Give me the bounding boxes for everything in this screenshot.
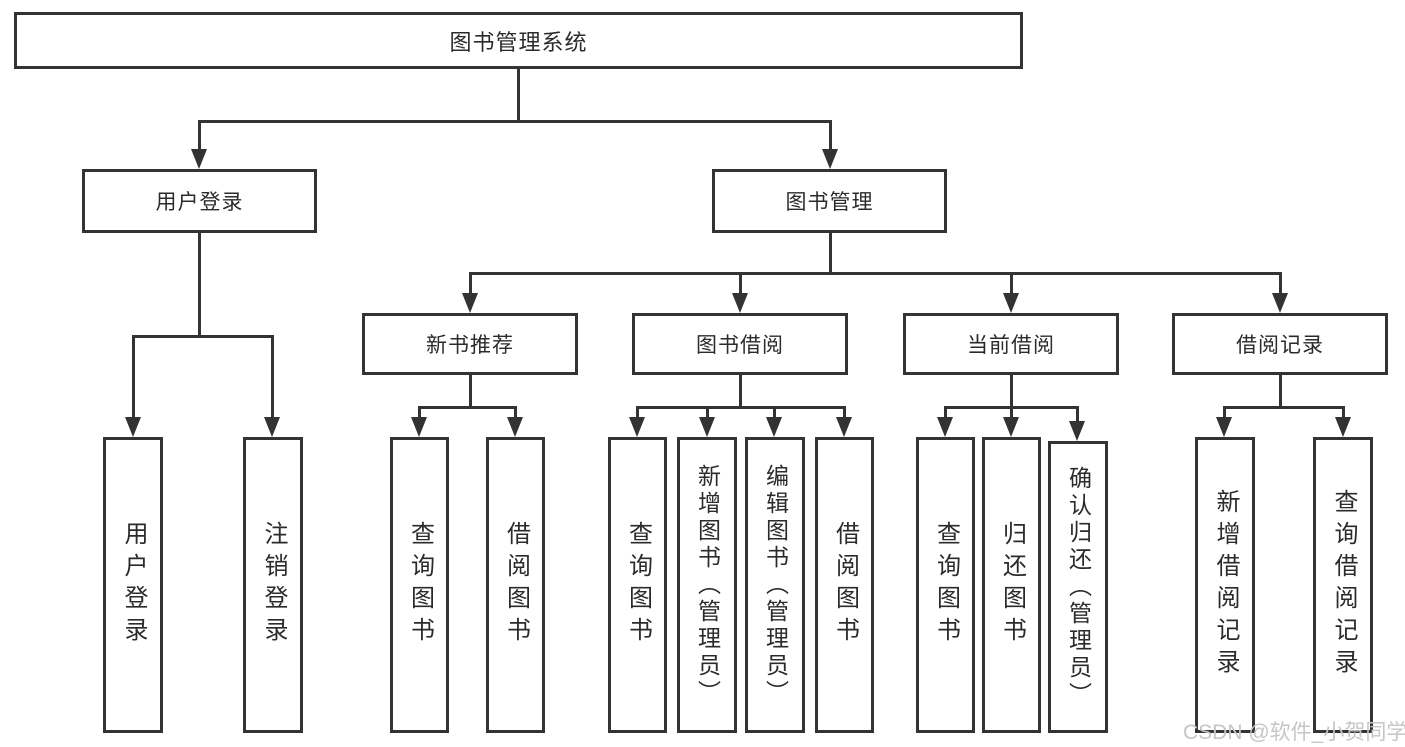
connector [469,272,472,295]
connector [773,406,776,420]
leaf-add-borrow-record: 新增借阅记录 [1195,437,1255,733]
connector [636,406,639,420]
arrowhead-icon [1069,421,1085,441]
connector [1279,272,1282,295]
connector [1010,375,1013,409]
connector [944,406,947,420]
connector [132,335,135,419]
arrowhead-icon [1335,417,1351,437]
leaf-return-book: 归还图书 [982,437,1041,733]
leaf-user-login: 用户登录 [103,437,163,733]
connector [739,272,742,295]
node-book-borrow: 图书借阅 [632,313,848,375]
connector [829,120,832,152]
arrowhead-icon [629,417,645,437]
leaf-query-book-current: 查询图书 [916,437,975,733]
connector [1279,375,1282,409]
connector [1010,272,1013,295]
connector [198,120,201,152]
arrowhead-icon [462,293,478,313]
connector [636,406,846,409]
leaf-borrow-book-newbook: 借阅图书 [486,437,545,733]
connector [271,335,274,419]
arrowhead-icon [191,149,207,169]
arrowhead-icon [264,417,280,437]
connector [739,375,742,409]
leaf-borrow-book: 借阅图书 [815,437,874,733]
leaf-query-book-newbook: 查询图书 [390,437,449,733]
connector [1223,406,1344,409]
csdn-watermark: CSDN @软件_小贺同学 [1183,721,1405,744]
leaf-add-book-admin: 新增图书（管理员） [677,437,737,733]
connector [1076,406,1079,422]
root-node-library-system: 图书管理系统 [14,12,1023,69]
connector [843,406,846,420]
node-user-login: 用户登录 [82,169,317,233]
arrowhead-icon [1272,293,1288,313]
connector [1010,406,1013,420]
arrowhead-icon [411,417,427,437]
connector [469,272,1281,275]
leaf-query-borrow-record: 查询借阅记录 [1313,437,1373,733]
node-book-management: 图书管理 [712,169,947,233]
arrowhead-icon [699,417,715,437]
connector [706,406,709,420]
connector [132,335,273,338]
leaf-edit-book-admin: 编辑图书（管理员） [745,437,805,733]
arrowhead-icon [822,149,838,169]
arrowhead-icon [1216,417,1232,437]
arrowhead-icon [125,417,141,437]
connector [198,233,201,338]
arrowhead-icon [937,417,953,437]
arrowhead-icon [732,293,748,313]
arrowhead-icon [1003,417,1019,437]
leaf-logout: 注销登录 [243,437,303,733]
connector [517,69,520,122]
node-new-book-recommend: 新书推荐 [362,313,578,375]
arrowhead-icon [1003,293,1019,313]
node-current-borrow: 当前借阅 [903,313,1119,375]
leaf-confirm-return-admin: 确认归还（管理员） [1048,441,1108,733]
connector [514,406,517,420]
connector [1342,406,1345,420]
leaf-query-book-borrow: 查询图书 [608,437,667,733]
arrowhead-icon [507,417,523,437]
connector [829,233,832,274]
arrowhead-icon [766,417,782,437]
arrowhead-icon [836,417,852,437]
connector [198,120,831,123]
node-borrow-records: 借阅记录 [1172,313,1388,375]
connector [418,406,517,409]
connector [418,406,421,420]
connector [469,375,472,409]
connector [1223,406,1226,420]
